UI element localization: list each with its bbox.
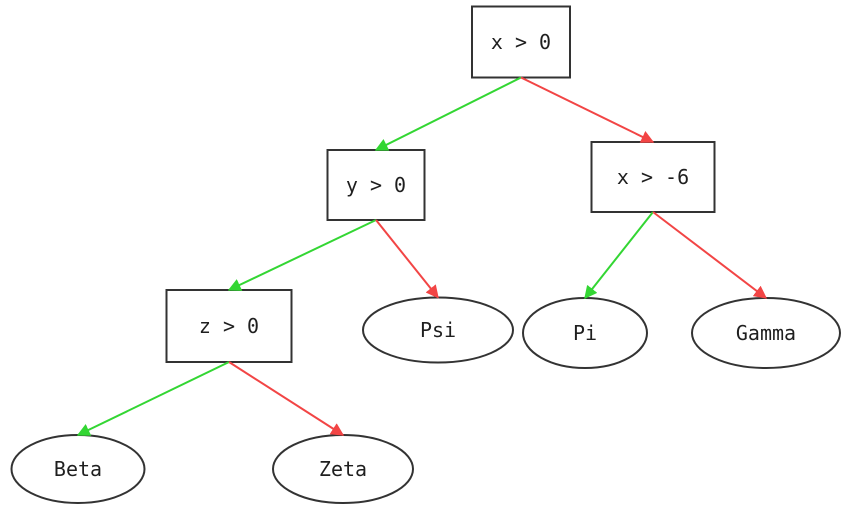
node-x0: x > 0	[471, 5, 571, 79]
node-label: Beta	[54, 457, 102, 481]
edge-xm6-pi-true	[584, 211, 654, 300]
node-label: x > -6	[617, 165, 689, 189]
edge-xm6-gamma-false	[652, 211, 768, 299]
condition-box	[471, 5, 571, 79]
node-z0: z > 0	[165, 289, 293, 363]
edge-x0-xm6-false	[520, 76, 655, 143]
edge-y0-z0-true	[227, 219, 377, 291]
edge-y0-psi-false	[375, 219, 439, 299]
node-gamma: Gamma	[691, 297, 841, 369]
node-y0: y > 0	[326, 149, 426, 221]
node-label: Pi	[573, 321, 597, 345]
node-pi: Pi	[522, 297, 648, 369]
condition-box	[165, 289, 293, 363]
node-label: x > 0	[491, 30, 551, 54]
condition-box	[326, 149, 426, 221]
node-beta: Beta	[10, 434, 146, 504]
node-label: z > 0	[199, 314, 259, 338]
edge-z0-zeta-false	[228, 361, 345, 436]
node-xm6: x > -6	[590, 141, 716, 213]
edge-z0-beta-true	[76, 361, 230, 436]
node-psi: Psi	[362, 296, 514, 364]
node-label: Zeta	[319, 457, 367, 481]
node-label: Psi	[420, 318, 456, 342]
edge-x0-y0-true	[374, 76, 522, 151]
node-label: Gamma	[736, 321, 796, 345]
node-label: y > 0	[346, 173, 406, 197]
node-zeta: Zeta	[272, 434, 414, 504]
